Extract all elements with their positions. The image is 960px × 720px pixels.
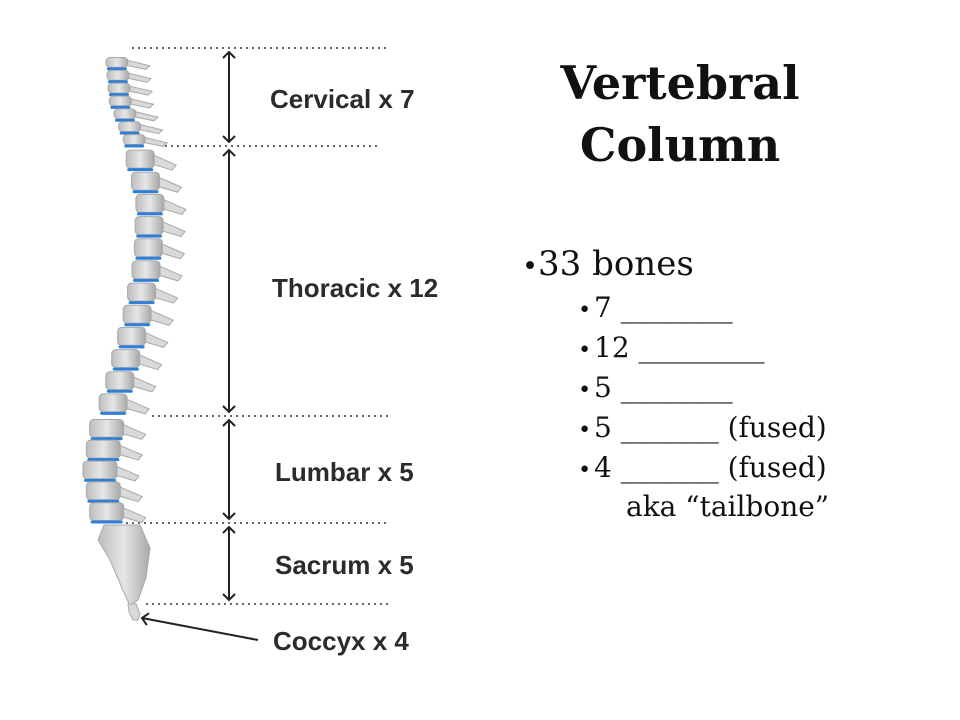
vertebra-body xyxy=(127,282,157,302)
intervertebral-disc xyxy=(90,520,123,524)
spine-illustration xyxy=(82,57,187,621)
vertebra-body xyxy=(118,121,142,133)
vertebra-body xyxy=(134,216,164,236)
intervertebral-disc xyxy=(124,323,151,327)
main-bullet-text: 33 bones xyxy=(538,244,694,284)
vertebra-body xyxy=(105,57,129,68)
sub-bullet: •5 ________ xyxy=(522,369,942,409)
region-boundaries xyxy=(126,47,388,605)
intervertebral-disc xyxy=(136,234,163,238)
sub-bullet-text: 12 _________ xyxy=(594,331,765,364)
vertebra-body xyxy=(107,82,131,94)
vertebra-body xyxy=(82,460,118,480)
label-sacrum: Sacrum x 5 xyxy=(275,550,414,580)
vertebra-body xyxy=(89,502,125,522)
sacrum-bone xyxy=(97,524,151,607)
intervertebral-disc xyxy=(119,131,140,135)
page-title: Vertebral Column xyxy=(500,52,860,176)
intervertebral-disc xyxy=(90,437,123,441)
pointer-coccyx xyxy=(140,612,259,641)
sub-bullet-text: 4 _______ (fused) xyxy=(594,451,827,484)
label-coccyx: Coccyx x 4 xyxy=(273,626,409,656)
vertebra-body xyxy=(135,193,165,213)
vertebra-body xyxy=(131,171,160,191)
bullet-dot-icon: • xyxy=(578,417,592,443)
vertebra-body xyxy=(111,349,141,369)
intervertebral-disc xyxy=(87,499,120,503)
intervertebral-disc xyxy=(112,367,139,371)
intervertebral-disc xyxy=(106,389,133,393)
vertebra-body xyxy=(131,260,161,280)
intervertebral-disc xyxy=(118,345,145,349)
intervertebral-disc xyxy=(100,411,127,415)
intervertebral-disc xyxy=(128,301,155,305)
intervertebral-disc xyxy=(107,80,128,84)
title-line-1: Vertebral xyxy=(560,56,800,110)
intervertebral-disc xyxy=(106,67,127,71)
bullet-dot-icon: • xyxy=(522,251,539,282)
bullet-dot-icon: • xyxy=(578,297,592,323)
vertebra-body xyxy=(85,439,121,459)
intervertebral-disc xyxy=(87,458,120,462)
vertebra-body xyxy=(117,326,147,346)
intervertebral-disc xyxy=(132,190,159,194)
intervertebral-disc xyxy=(133,278,160,282)
bullet-dot-icon: • xyxy=(578,377,592,403)
label-lumbar: Lumbar x 5 xyxy=(275,457,414,487)
vertebra-body xyxy=(85,481,121,501)
vertebra-body xyxy=(122,304,152,324)
intervertebral-disc xyxy=(110,105,131,109)
intervertebral-disc xyxy=(109,93,130,97)
vertebra-body xyxy=(125,149,155,169)
vertebra-body xyxy=(108,95,132,107)
sub-bullet: •7 ________ xyxy=(522,289,942,329)
vertebra-body xyxy=(113,108,137,120)
sub-bullet-text: 5 _______ (fused) xyxy=(594,411,827,444)
intervertebral-disc xyxy=(136,212,163,216)
intervertebral-disc xyxy=(124,144,145,148)
coccyx-bone xyxy=(127,603,141,621)
vertebra-body xyxy=(105,371,135,391)
sub-bullet-text: 5 ________ xyxy=(594,371,733,404)
bullet-dot-icon: • xyxy=(578,337,592,363)
vertebra-body xyxy=(106,69,130,81)
intervertebral-disc xyxy=(114,118,135,122)
vertebra-body xyxy=(133,238,163,258)
sub-bullet: •4 _______ (fused) xyxy=(522,449,942,489)
tailbone-note: aka “tailbone” xyxy=(626,490,830,523)
vertebra-body xyxy=(98,393,128,413)
intervertebral-disc xyxy=(84,478,116,482)
bullet-list: •33 bones •7 ________ •12 _________ •5 _… xyxy=(522,242,942,525)
sub-bullet: •12 _________ xyxy=(522,329,942,369)
label-thoracic: Thoracic x 12 xyxy=(272,273,439,303)
bullet-dot-icon: • xyxy=(578,457,592,483)
intervertebral-disc xyxy=(127,168,154,172)
vertebra-body xyxy=(122,134,146,145)
region-arrows xyxy=(140,50,259,641)
main-bullet: •33 bones xyxy=(522,242,942,289)
sub-bullet: •5 _______ (fused) xyxy=(522,409,942,449)
sub-bullet-text: 7 ________ xyxy=(594,291,733,324)
title-line-2: Column xyxy=(579,118,781,172)
vertebra-body xyxy=(89,419,125,438)
label-cervical: Cervical x 7 xyxy=(270,84,415,114)
intervertebral-disc xyxy=(135,256,162,260)
